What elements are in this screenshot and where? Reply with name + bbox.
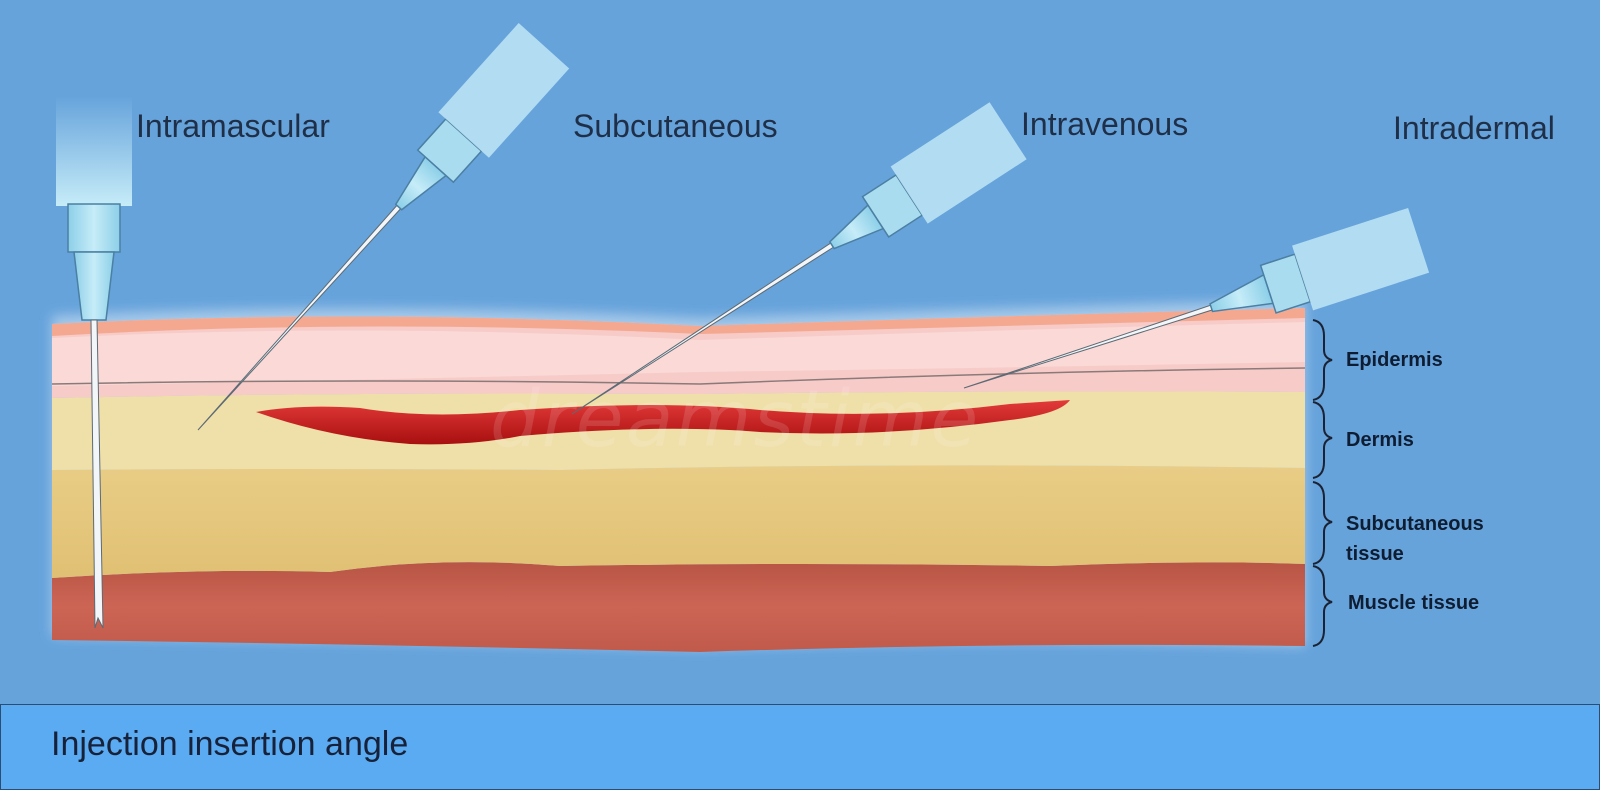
injection-diagram xyxy=(51,23,1430,652)
syringe-subcutaneous xyxy=(197,23,570,431)
vein xyxy=(256,400,1070,445)
label-dermis: Dermis xyxy=(1346,429,1414,451)
layer-brackets xyxy=(1312,319,1333,647)
syringe-intravenous xyxy=(571,102,1027,415)
needle xyxy=(90,319,104,629)
watermark: dreamstime xyxy=(490,375,981,465)
syringe-barrel xyxy=(56,96,132,206)
skin-surface xyxy=(52,308,1305,336)
epidermis-boundary xyxy=(51,367,1306,385)
needle-cone xyxy=(73,251,115,321)
subcutaneous-layer xyxy=(52,465,1305,578)
label-subcutaneous-line1: Subcutaneous xyxy=(1346,513,1484,535)
label-epidermis: Epidermis xyxy=(1346,349,1443,371)
label-subcutaneous: Subcutaneous xyxy=(573,108,778,144)
syringe-hub xyxy=(67,203,121,253)
syringe-barrel xyxy=(438,23,570,158)
syringe-intradermal xyxy=(963,207,1430,389)
syringe-intramuscular xyxy=(56,96,132,629)
epidermis-band xyxy=(52,322,1305,386)
label-intradermal: Intradermal xyxy=(1393,110,1555,146)
syringe-barrel xyxy=(1292,207,1430,311)
caption-bar: Injection insertion angle xyxy=(0,704,1600,790)
muscle-layer xyxy=(52,562,1305,652)
label-subcutaneous-tissue: Subcutaneous tissue xyxy=(1346,509,1484,569)
label-intravenous: Intravenous xyxy=(1021,106,1189,142)
label-muscle-tissue: Muscle tissue xyxy=(1348,592,1480,614)
caption: Injection insertion angle xyxy=(51,725,409,763)
label-intramuscular: Intramascular xyxy=(136,108,330,144)
label-subcutaneous-line2: tissue xyxy=(1346,543,1404,565)
syringe-barrel xyxy=(890,102,1027,224)
